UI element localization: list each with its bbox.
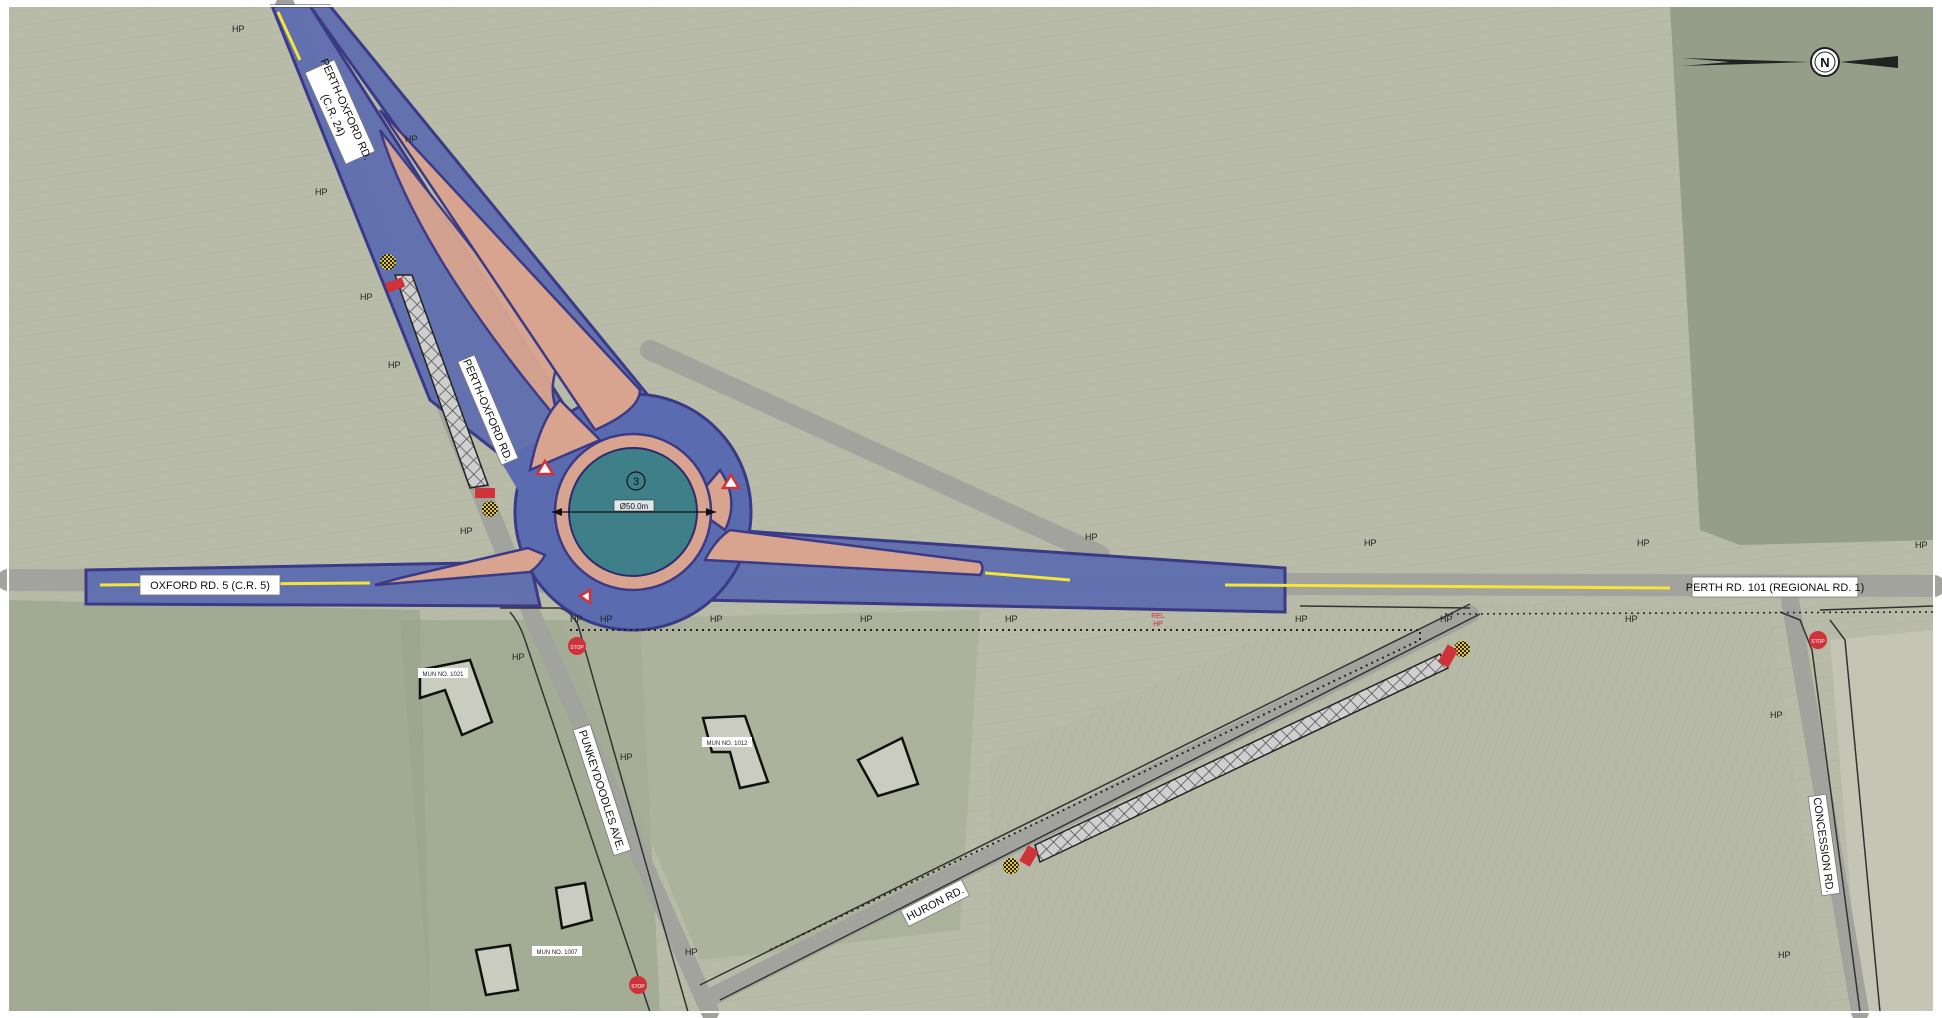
north-arrow-letter: N xyxy=(1820,55,1829,70)
road-label-oxford-rd5: OXFORD RD. 5 (C.R. 5) xyxy=(139,574,281,596)
cemetery-lot xyxy=(560,610,980,960)
svg-text:HP: HP xyxy=(360,292,373,302)
svg-text:HP: HP xyxy=(460,526,473,536)
svg-text:STOP: STOP xyxy=(1811,639,1825,645)
svg-text:HP: HP xyxy=(1085,532,1098,542)
svg-text:HP: HP xyxy=(710,614,723,624)
relocate-note-line2: HP xyxy=(1153,621,1163,628)
roundabout-id-circle xyxy=(626,471,646,491)
svg-text:HP: HP xyxy=(1005,614,1018,624)
splitter-islands xyxy=(374,109,984,587)
dimension-arrow-right-icon xyxy=(706,508,716,516)
svg-text:HP: HP xyxy=(600,614,613,624)
mun-1012: MUN NO. 1012 xyxy=(706,741,748,747)
existing-road-edges xyxy=(500,603,1935,1013)
mun-1021: MUN NO. 1021 xyxy=(422,672,464,678)
svg-text:STOP: STOP xyxy=(570,645,584,651)
yield-sign-icons xyxy=(534,458,742,606)
svg-text:HP: HP xyxy=(388,360,401,370)
svg-text:HP: HP xyxy=(860,614,873,624)
field-green-northeast xyxy=(1670,6,1934,545)
svg-text:HP: HP xyxy=(1778,950,1791,960)
svg-text:PERTH RD. 101 (REGIONAL RD. 1): PERTH RD. 101 (REGIONAL RD. 1) xyxy=(1686,582,1865,594)
property-labels: MUN NO. 1021 MUN NO. 1012 MUN NO. 1007 xyxy=(418,668,752,956)
svg-text:HP: HP xyxy=(1915,540,1928,550)
svg-text:HP: HP xyxy=(1440,614,1453,624)
svg-text:HP: HP xyxy=(570,614,583,624)
north-arrow-icon: N xyxy=(1682,47,1898,77)
road-label-perth-rd101: PERTH RD. 101 (REGIONAL RD. 1) xyxy=(1686,576,1865,598)
svg-text:HP: HP xyxy=(405,134,418,144)
svg-text:STOP: STOP xyxy=(631,984,645,990)
svg-text:HP: HP xyxy=(620,752,633,762)
field-east xyxy=(1830,630,1934,1012)
svg-text:HP: HP xyxy=(1364,538,1377,548)
map-frame xyxy=(7,5,1935,1013)
field-green-southwest xyxy=(8,600,430,1012)
svg-text:OXFORD RD. 5 (C.R. 5): OXFORD RD. 5 (C.R. 5) xyxy=(150,580,270,592)
buildings xyxy=(418,658,920,997)
svg-text:HP: HP xyxy=(232,24,245,34)
svg-text:HP: HP xyxy=(1637,538,1650,548)
svg-text:HP: HP xyxy=(512,652,525,662)
relocate-note-line1: REL xyxy=(1151,613,1165,620)
hatched-removal-area-huron xyxy=(1034,653,1450,864)
stop-sign-icons: STOP STOP STOP xyxy=(568,631,1827,994)
svg-text:HP: HP xyxy=(1295,614,1308,624)
hydro-pole-markers: HP HP HP HP HP HP HP HP HP HP HP HP HP H… xyxy=(232,24,1928,960)
svg-text:HP: HP xyxy=(1770,710,1783,720)
hatched-removal-area-north xyxy=(393,274,490,489)
dimension-arrow-left-icon xyxy=(552,508,562,516)
barricade-markers xyxy=(380,254,1470,874)
svg-text:HP: HP xyxy=(315,187,328,197)
svg-text:HP: HP xyxy=(685,947,698,957)
svg-text:HP: HP xyxy=(1625,614,1638,624)
mun-1007: MUN NO. 1007 xyxy=(536,950,578,956)
roundabout-id: 3 xyxy=(633,476,639,488)
field-southeast xyxy=(990,600,1830,1012)
roundabout-diameter: Ø50.0m xyxy=(620,502,649,511)
